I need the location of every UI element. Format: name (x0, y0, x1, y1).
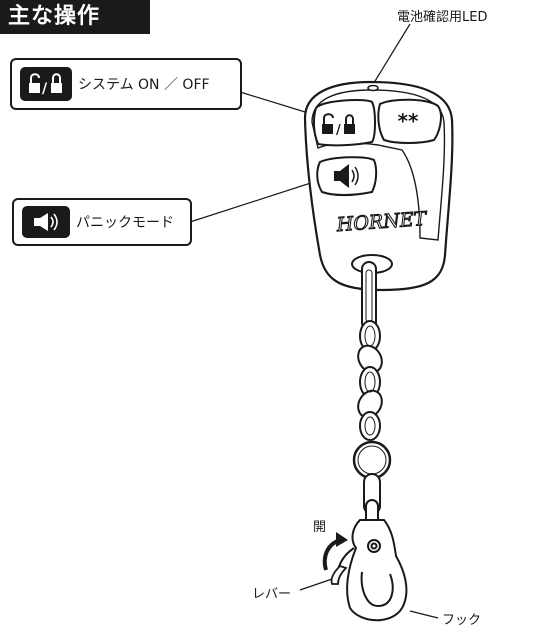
snap-hook (336, 519, 408, 622)
chain (357, 320, 383, 441)
split-ring (352, 440, 392, 480)
long-link (361, 261, 377, 331)
lever-label: レバー (252, 587, 292, 602)
lever-tab (330, 564, 348, 585)
star-button-label: ** (398, 109, 419, 133)
panic-callout: パニックモード (12, 198, 192, 246)
lock-button: / (312, 99, 376, 147)
page-heading: 主な操作 (0, 0, 150, 34)
svg-text:/: / (42, 81, 48, 96)
lock-unlock-icon: / (20, 67, 72, 101)
speaker-button (316, 156, 378, 196)
panic-leader-line (189, 179, 321, 223)
lever-leader-line (299, 577, 336, 591)
speaker-icon (22, 206, 70, 238)
hook-leader-line (409, 610, 439, 619)
panic-label: パニックモード (76, 215, 174, 231)
open-label: 開 (313, 520, 327, 535)
svg-text:/: / (336, 123, 341, 138)
system-callout: / システム ON ／ OFF (10, 58, 242, 110)
hook-label: フック (442, 613, 482, 628)
led-indicator (367, 84, 379, 92)
star-button: ** (377, 98, 442, 144)
led-leader-line (371, 23, 411, 87)
system-label: システム ON ／ OFF (78, 77, 210, 93)
led-label: 電池確認用LED (397, 10, 488, 25)
